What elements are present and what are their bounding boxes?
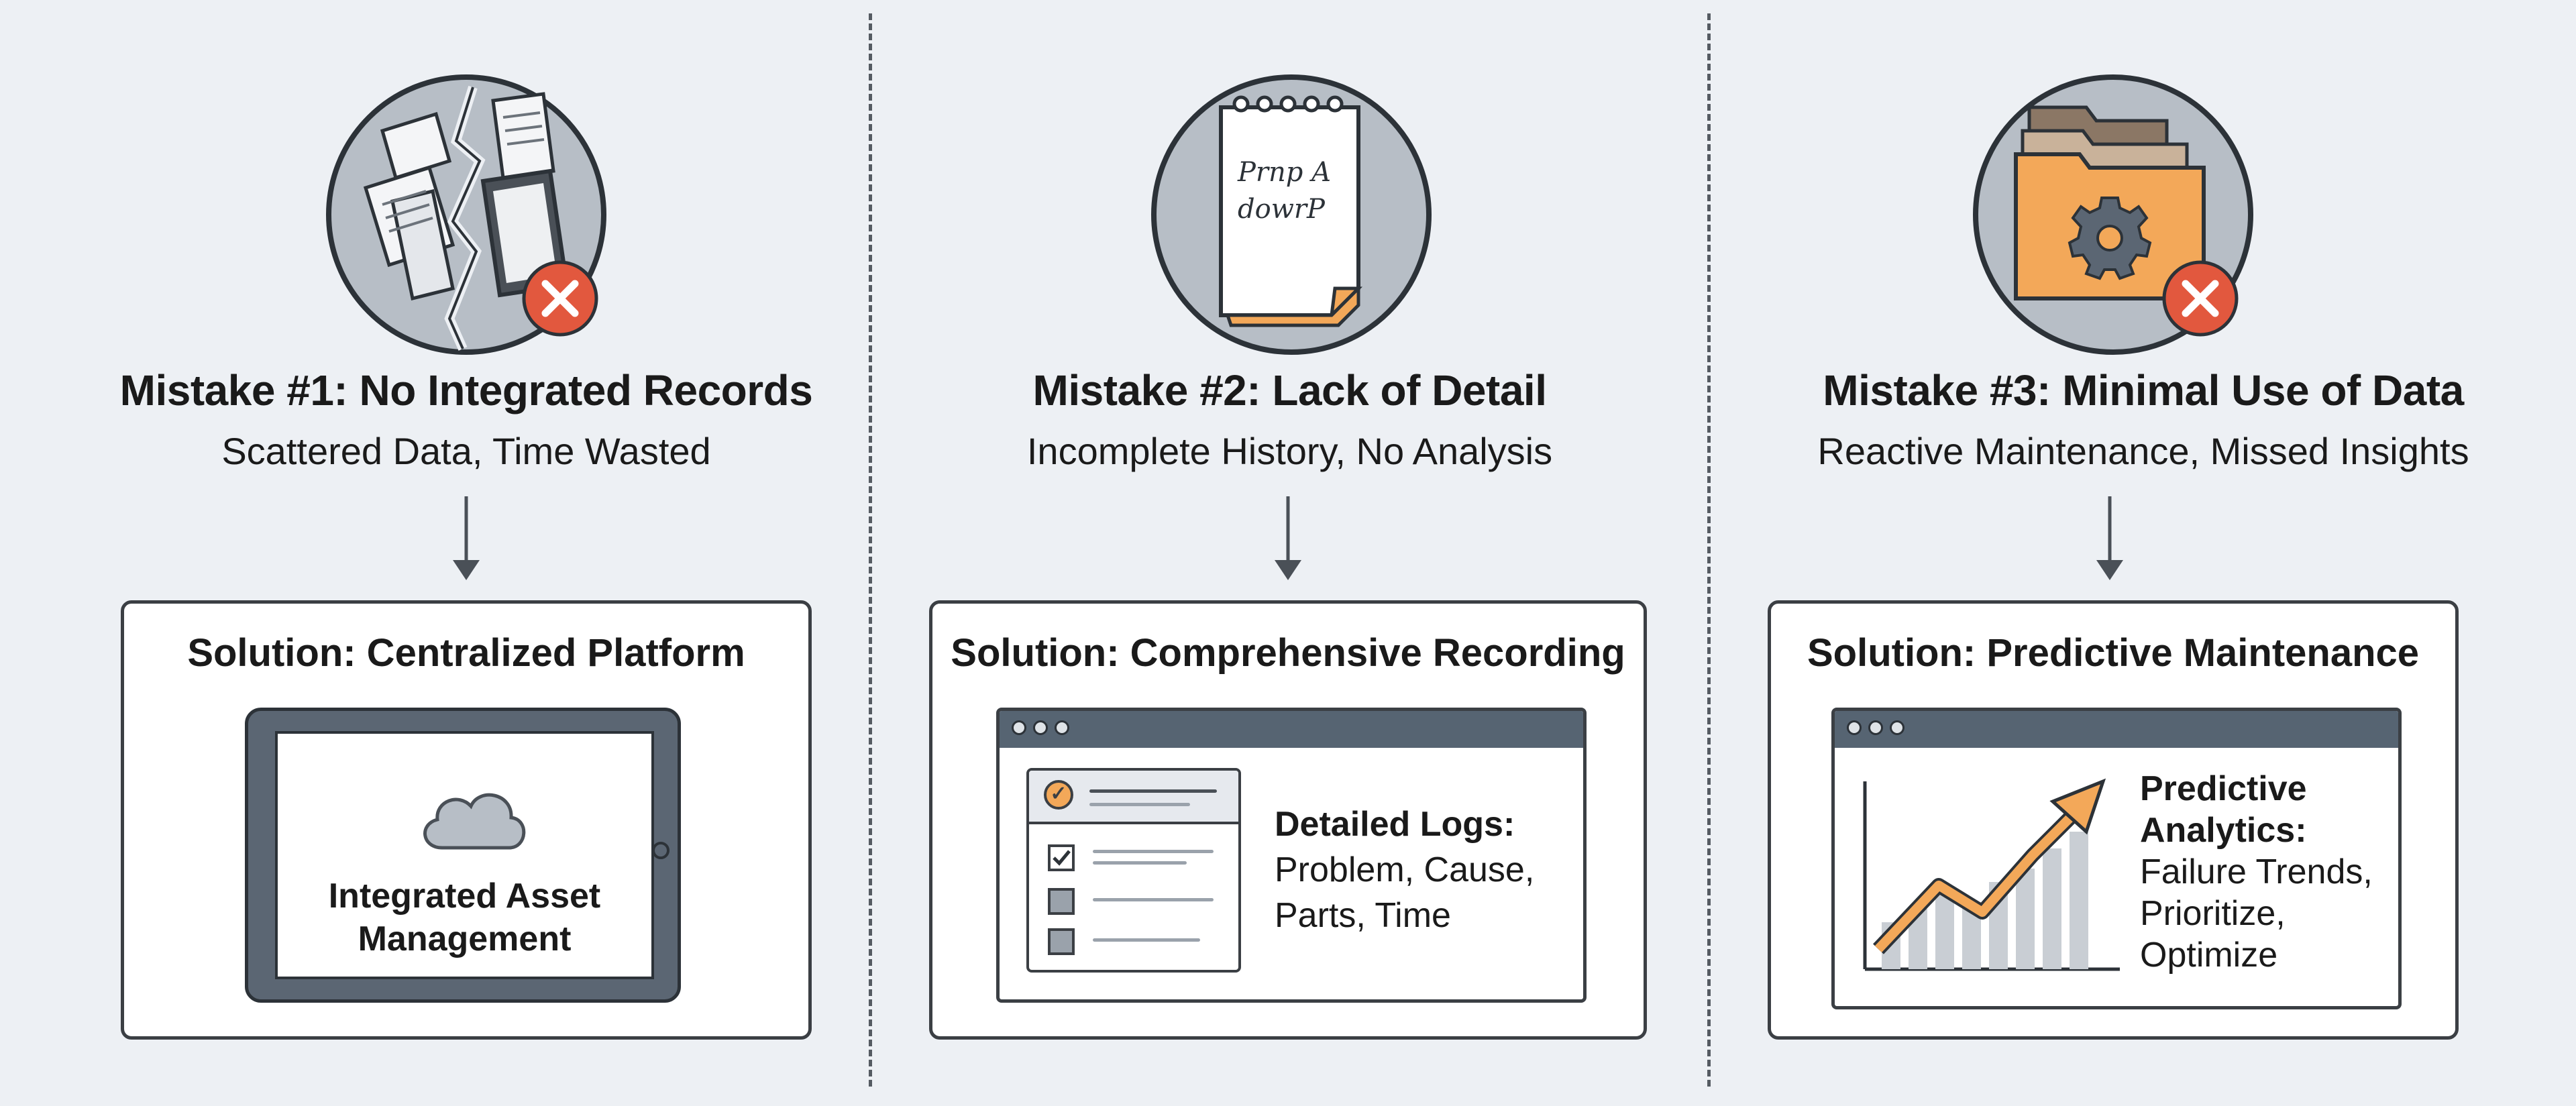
window-title-bar xyxy=(1835,711,2398,748)
tablet-screen: Integrated Asset Management xyxy=(275,731,654,979)
analytics-line1: Failure Trends, xyxy=(2140,852,2373,891)
analytics-heading-line1: Predictive xyxy=(2140,769,2307,808)
mistake-column-1: Mistake #1: No Integrated Records Scatte… xyxy=(0,0,932,1106)
tablet-device: Integrated Asset Management xyxy=(245,708,681,1003)
scattered-documents-icon xyxy=(319,67,614,362)
logs-line1: Problem, Cause, xyxy=(1275,850,1535,889)
folder-gear-icon xyxy=(1966,67,2261,362)
checkbox-icon xyxy=(1048,928,1075,955)
mistake-subtitle: Scattered Data, Time Wasted xyxy=(221,430,711,472)
logs-description: Detailed Logs: Problem, Cause, Parts, Ti… xyxy=(1275,801,1534,938)
cloud-icon xyxy=(423,793,526,850)
tablet-label-line2: Management xyxy=(358,920,572,958)
window-dot xyxy=(1033,720,1048,735)
notepad-icon: Prnp A dowrP xyxy=(1144,67,1439,362)
logs-heading: Detailed Logs: xyxy=(1275,805,1515,844)
analytics-window: Predictive Analytics: Failure Trends, Pr… xyxy=(1831,708,2402,1009)
down-arrow-icon xyxy=(2090,493,2130,587)
solution-title: Solution: Predictive Maintenance xyxy=(1807,631,2420,675)
analytics-description: Predictive Analytics: Failure Trends, Pr… xyxy=(2140,768,2373,976)
mistake-title: Mistake #3: Minimal Use of Data xyxy=(1823,366,2464,414)
error-x-icon xyxy=(522,260,598,337)
checkbox-icon xyxy=(1048,888,1075,915)
solution-box: Solution: Predictive Maintenance xyxy=(1768,600,2459,1040)
window-dot xyxy=(1012,720,1026,735)
trend-chart-icon xyxy=(1863,778,2120,971)
window-dot xyxy=(1868,720,1883,735)
mistake-title: Mistake #1: No Integrated Records xyxy=(119,366,813,414)
analytics-line2: Prioritize, xyxy=(2140,894,2286,933)
window-title-bar xyxy=(1000,711,1583,748)
mistake-subtitle: Incomplete History, No Analysis xyxy=(1026,430,1553,472)
notepad-line2: dowrP xyxy=(1238,194,1326,225)
solution-box: Solution: Centralized Platform Integrate… xyxy=(121,600,812,1040)
mistake-column-2: Prnp A dowrP Mistake #2: Lack of Detail … xyxy=(872,0,1707,1106)
solution-title: Solution: Centralized Platform xyxy=(187,631,745,675)
down-arrow-icon xyxy=(446,493,486,587)
column-divider-1 xyxy=(869,13,872,1087)
analytics-line3: Optimize xyxy=(2140,936,2278,975)
checkbox-checked-icon xyxy=(1048,844,1075,871)
tablet-label-line1: Integrated Asset xyxy=(328,877,601,916)
log-checklist: ✓ xyxy=(1026,768,1241,973)
error-x-icon xyxy=(2162,260,2239,337)
analytics-heading-line2: Analytics: xyxy=(2140,811,2307,850)
solution-title: Solution: Comprehensive Recording xyxy=(951,631,1625,675)
check-circle-icon: ✓ xyxy=(1044,780,1073,810)
window-dot xyxy=(1847,720,1862,735)
notepad-line1: Prnp A xyxy=(1237,157,1331,188)
column-divider-2 xyxy=(1707,13,1711,1087)
mistake-title: Mistake #2: Lack of Detail xyxy=(1032,366,1547,414)
solution-box: Solution: Comprehensive Recording ✓ xyxy=(929,600,1647,1040)
tablet-home-button xyxy=(652,842,669,859)
window-dot xyxy=(1890,720,1904,735)
checklist-header: ✓ xyxy=(1029,771,1238,824)
down-arrow-icon xyxy=(1268,493,1308,587)
logs-line2: Parts, Time xyxy=(1275,896,1451,935)
tablet-label: Integrated Asset Management xyxy=(278,875,651,960)
window-dot xyxy=(1055,720,1069,735)
log-window: ✓ Detailed Logs: Problem xyxy=(996,708,1587,1003)
mistake-column-3: Mistake #3: Minimal Use of Data Reactive… xyxy=(1711,0,2576,1106)
mistake-subtitle: Reactive Maintenance, Missed Insights xyxy=(1817,430,2469,472)
